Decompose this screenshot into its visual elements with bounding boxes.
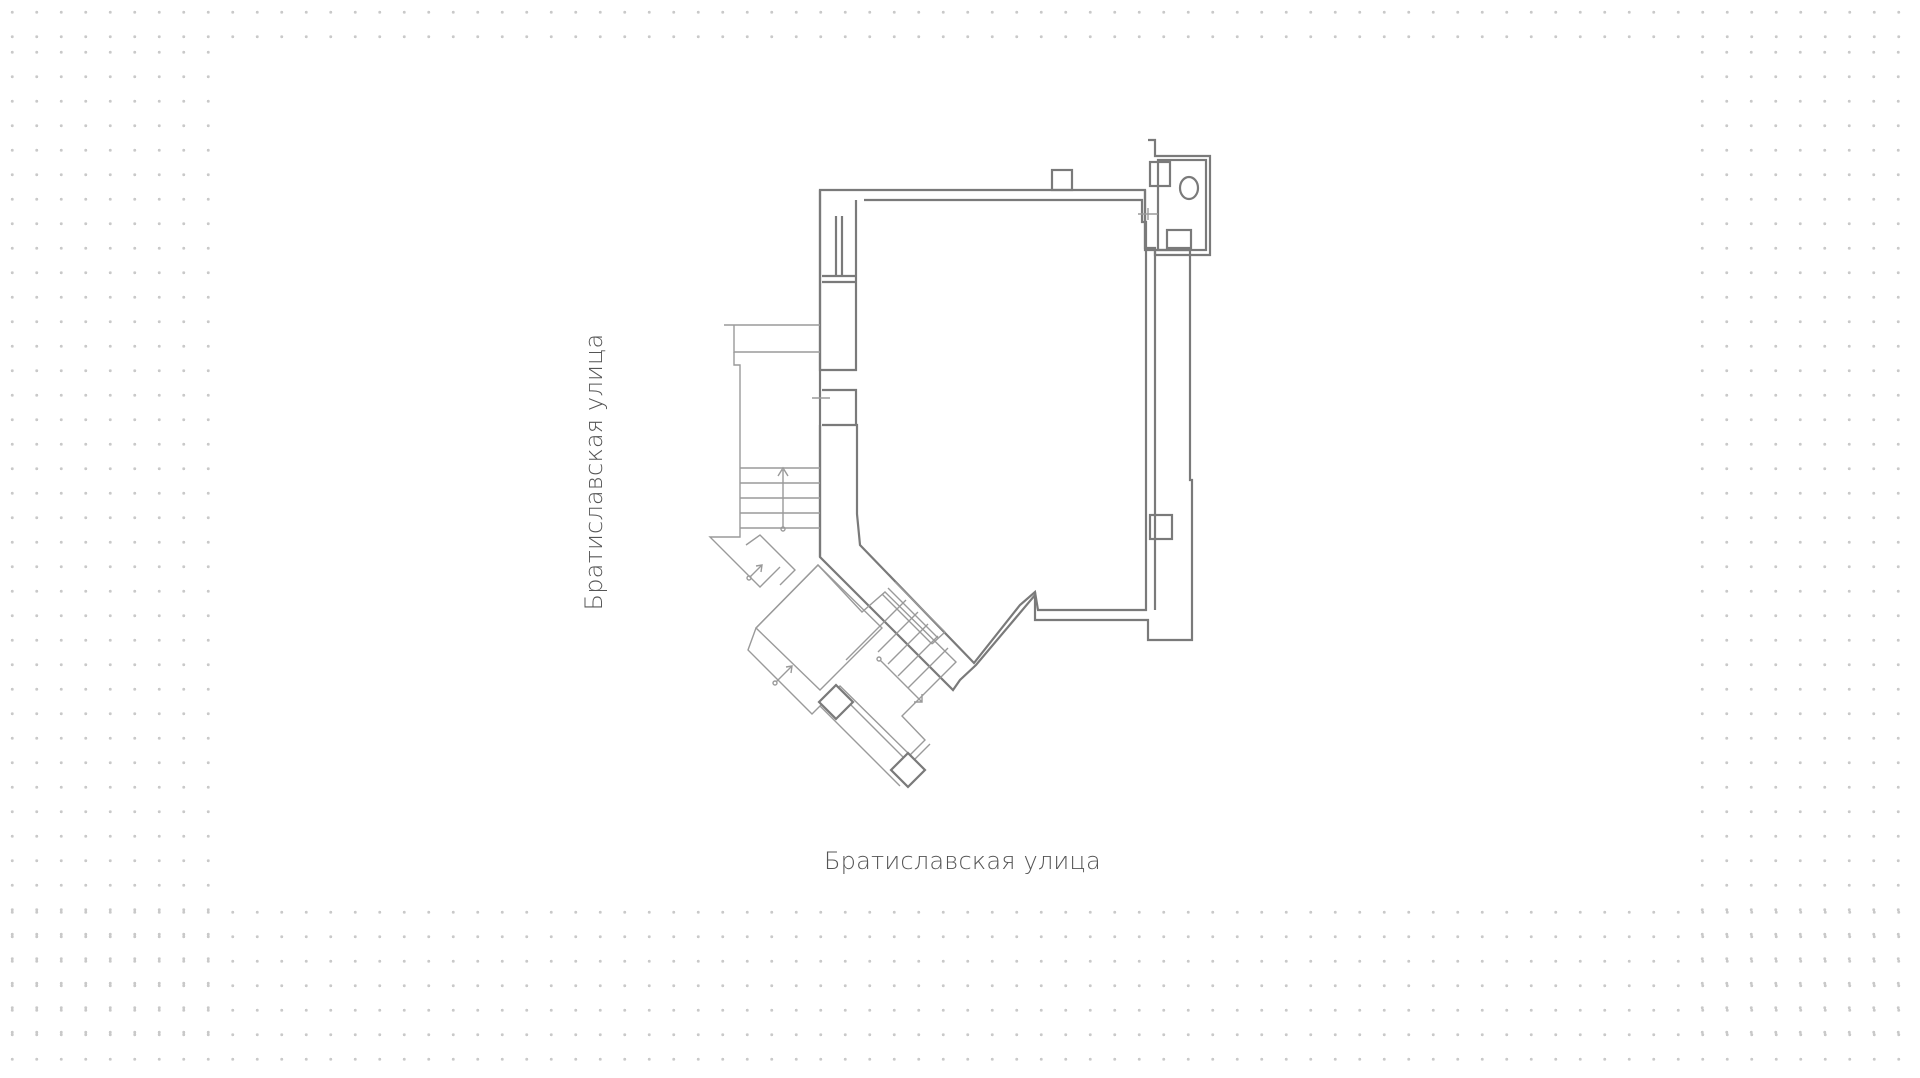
stair-diag-arrow: [879, 659, 923, 703]
landing-outline: [745, 534, 796, 586]
chimney-top: [1050, 168, 1074, 192]
stair-arrow-low: [775, 665, 793, 683]
dot-grid-top: [0, 0, 1920, 40]
stair-block-box: [755, 564, 883, 691]
stair-diag-start: [876, 656, 882, 662]
main-room-inner-wall: [822, 198, 1148, 665]
left-wall-window: [834, 216, 844, 276]
toilet: [1178, 175, 1200, 201]
pier-lower-2: [889, 751, 927, 789]
street-label-bottom: Братиславская улица: [824, 847, 1101, 875]
doorway-left: [822, 388, 858, 425]
dot-grid-right: [1690, 40, 1920, 1040]
terrace-frame: [708, 352, 781, 588]
door-strip-cap: [931, 631, 946, 645]
dot-grid-left: [0, 40, 230, 1040]
terrace-top: [724, 324, 820, 353]
left-wall-upper: [818, 190, 858, 372]
street-label-left: Братиславская улица: [580, 333, 608, 611]
dot-grid-bottom: [0, 900, 1920, 1078]
pier-lower-1: [817, 683, 855, 721]
stair-block-outer: [747, 563, 957, 756]
landing-arrow: [749, 564, 763, 578]
plan-area-background: [230, 40, 1690, 900]
main-room-outer-wall: [818, 188, 1194, 692]
shaft-small-top: [1148, 160, 1172, 188]
door-mark-top: [1138, 208, 1158, 220]
sink: [1165, 228, 1193, 250]
stair-diag-treads: [845, 599, 949, 689]
bathroom-block: [1143, 138, 1212, 257]
stair-upper: [740, 467, 820, 529]
bathroom-inner: [1156, 158, 1208, 252]
door-strip: [881, 581, 946, 645]
column-right: [1148, 513, 1174, 541]
landing-arrow-start: [746, 575, 752, 581]
stair-upper-start: [780, 526, 786, 532]
stair-arrow-low-start: [772, 680, 778, 686]
left-wall-mid: [822, 274, 856, 284]
stair-upper-arrow: [777, 466, 789, 528]
